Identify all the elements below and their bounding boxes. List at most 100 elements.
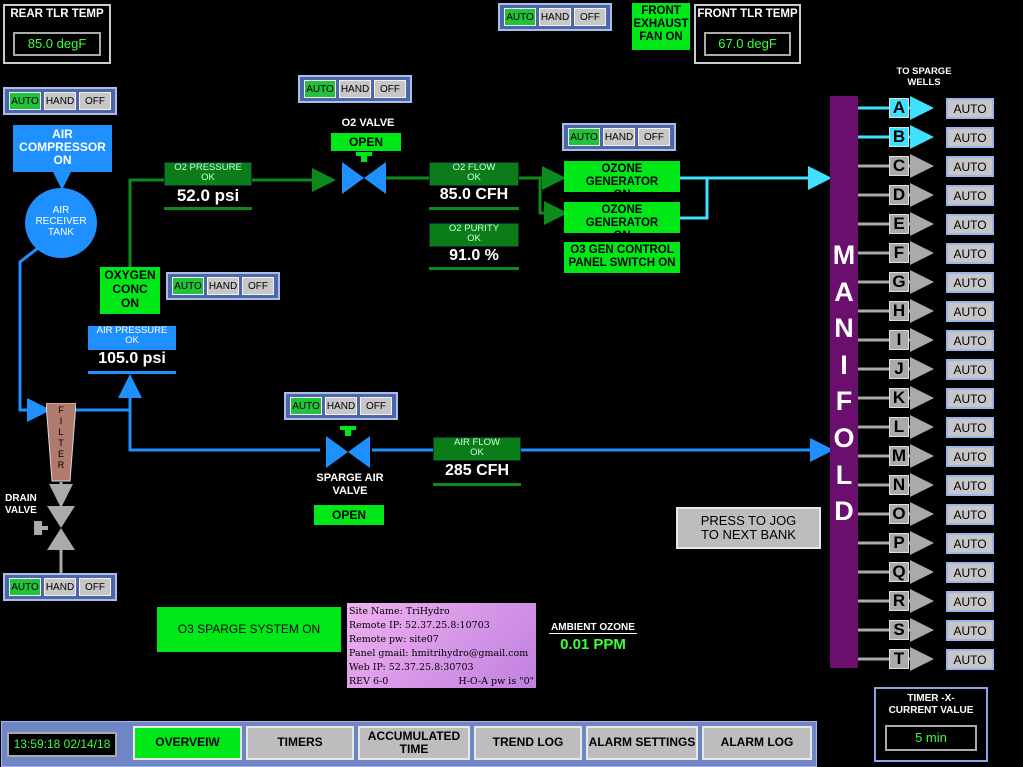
well-auto-button[interactable]: AUTO — [946, 359, 994, 380]
well-auto-button[interactable]: AUTO — [946, 620, 994, 641]
front-temp-box: FRONT TLR TEMP 67.0 degF — [694, 4, 801, 64]
well-auto-button[interactable]: AUTO — [946, 649, 994, 670]
off-button[interactable]: OFF — [374, 80, 406, 98]
well-letter: P — [889, 533, 909, 553]
sparge-valve-icon[interactable] — [324, 426, 374, 470]
o2-pressure-value: 52.0 psi — [176, 186, 240, 205]
auto-button[interactable]: AUTO — [304, 80, 336, 98]
manifold-letter: L — [835, 460, 853, 490]
manifold-letter: I — [840, 350, 848, 380]
rear-temp-value: 85.0 degF — [13, 32, 101, 56]
well-auto-button[interactable]: AUTO — [946, 301, 994, 322]
well-auto-button[interactable]: AUTO — [946, 243, 994, 264]
site-info-panel: Site Name: TriHydro Remote IP: 52.37.25.… — [347, 603, 536, 688]
auto-button[interactable]: AUTO — [290, 397, 322, 415]
front-temp-value: 67.0 degF — [704, 32, 791, 56]
o2-valve-label: O2 VALVE — [341, 117, 395, 129]
rear-temp-box: REAR TLR TEMP 85.0 degF — [3, 4, 111, 64]
nav-overview[interactable]: OVERVEIW — [133, 726, 242, 760]
well-letter: B — [889, 127, 909, 147]
hoa-ozone-generator: AUTO HAND OFF — [562, 123, 676, 151]
well-letter: S — [889, 620, 909, 640]
o2-flow-value: 85.0 CFH — [439, 186, 509, 203]
hand-button[interactable]: HAND — [44, 92, 76, 110]
manifold-letter: A — [834, 277, 854, 307]
well-auto-button[interactable]: AUTO — [946, 446, 994, 467]
well-auto-button[interactable]: AUTO — [946, 330, 994, 351]
manifold-letter: F — [835, 386, 853, 416]
hand-button[interactable]: HAND — [339, 80, 371, 98]
manifold-letter: N — [834, 313, 854, 343]
well-auto-button[interactable]: AUTO — [946, 388, 994, 409]
sparge-valve-state: OPEN — [314, 505, 384, 525]
well-letter: I — [889, 330, 909, 350]
well-letter: J — [889, 359, 909, 379]
timer-value: 5 min — [885, 725, 977, 751]
o2-flow-underline — [429, 207, 519, 210]
o2-valve-state: OPEN — [331, 133, 401, 151]
nav-alarm-log[interactable]: ALARM LOG — [702, 726, 812, 760]
hand-button[interactable]: HAND — [325, 397, 357, 415]
drain-valve-icon[interactable] — [34, 504, 78, 552]
off-button[interactable]: OFF — [638, 128, 670, 146]
well-auto-button[interactable]: AUTO — [946, 504, 994, 525]
well-auto-button[interactable]: AUTO — [946, 214, 994, 235]
hand-button[interactable]: HAND — [44, 578, 76, 596]
well-auto-button[interactable]: AUTO — [946, 562, 994, 583]
well-letter: M — [889, 446, 909, 466]
off-button[interactable]: OFF — [574, 8, 606, 26]
well-auto-button[interactable]: AUTO — [946, 98, 994, 119]
well-auto-button[interactable]: AUTO — [946, 272, 994, 293]
hand-button[interactable]: HAND — [603, 128, 635, 146]
well-auto-button[interactable]: AUTO — [946, 475, 994, 496]
well-auto-button[interactable]: AUTO — [946, 156, 994, 177]
well-auto-button[interactable]: AUTO — [946, 127, 994, 148]
well-letter: C — [889, 156, 909, 176]
off-button[interactable]: OFF — [360, 397, 392, 415]
well-auto-button[interactable]: AUTO — [946, 591, 994, 612]
o2-valve-icon[interactable] — [340, 152, 390, 196]
auto-button[interactable]: AUTO — [504, 8, 536, 26]
well-auto-button[interactable]: AUTO — [946, 417, 994, 438]
system-status: O3 SPARGE SYSTEM ON — [157, 607, 341, 652]
hand-button[interactable]: HAND — [539, 8, 571, 26]
hoa-drain-valve: AUTO HAND OFF — [3, 573, 117, 601]
well-auto-button[interactable]: AUTO — [946, 533, 994, 554]
front-temp-label: FRONT TLR TEMP — [697, 8, 798, 20]
off-button[interactable]: OFF — [79, 578, 111, 596]
well-letter: G — [889, 272, 909, 292]
off-button[interactable]: OFF — [242, 277, 274, 295]
well-letter: F — [889, 243, 909, 263]
well-auto-button[interactable]: AUTO — [946, 185, 994, 206]
manifold-letter: O — [833, 423, 855, 453]
auto-button[interactable]: AUTO — [9, 92, 41, 110]
well-letter: K — [889, 388, 909, 408]
o2-pressure-underline — [164, 207, 252, 210]
auto-button[interactable]: AUTO — [172, 277, 204, 295]
auto-button[interactable]: AUTO — [568, 128, 600, 146]
air-flow-underline — [433, 483, 521, 486]
ambient-ozone-underline — [549, 633, 637, 634]
o2-purity-underline — [429, 267, 519, 270]
hand-button[interactable]: HAND — [207, 277, 239, 295]
manifold-bar — [830, 96, 858, 668]
hoa-o2-valve: AUTO HAND OFF — [298, 75, 412, 103]
hoa-air-compressor: AUTO HAND OFF — [3, 87, 117, 115]
off-button[interactable]: OFF — [79, 92, 111, 110]
nav-alarm-settings[interactable]: ALARM SETTINGS — [586, 726, 698, 760]
well-letter: L — [889, 417, 909, 437]
auto-button[interactable]: AUTO — [9, 578, 41, 596]
nav-timers[interactable]: TIMERS — [246, 726, 354, 760]
nav-trend-log[interactable]: TREND LOG — [474, 726, 582, 760]
o2-purity-value: 91.0 % — [449, 247, 499, 264]
